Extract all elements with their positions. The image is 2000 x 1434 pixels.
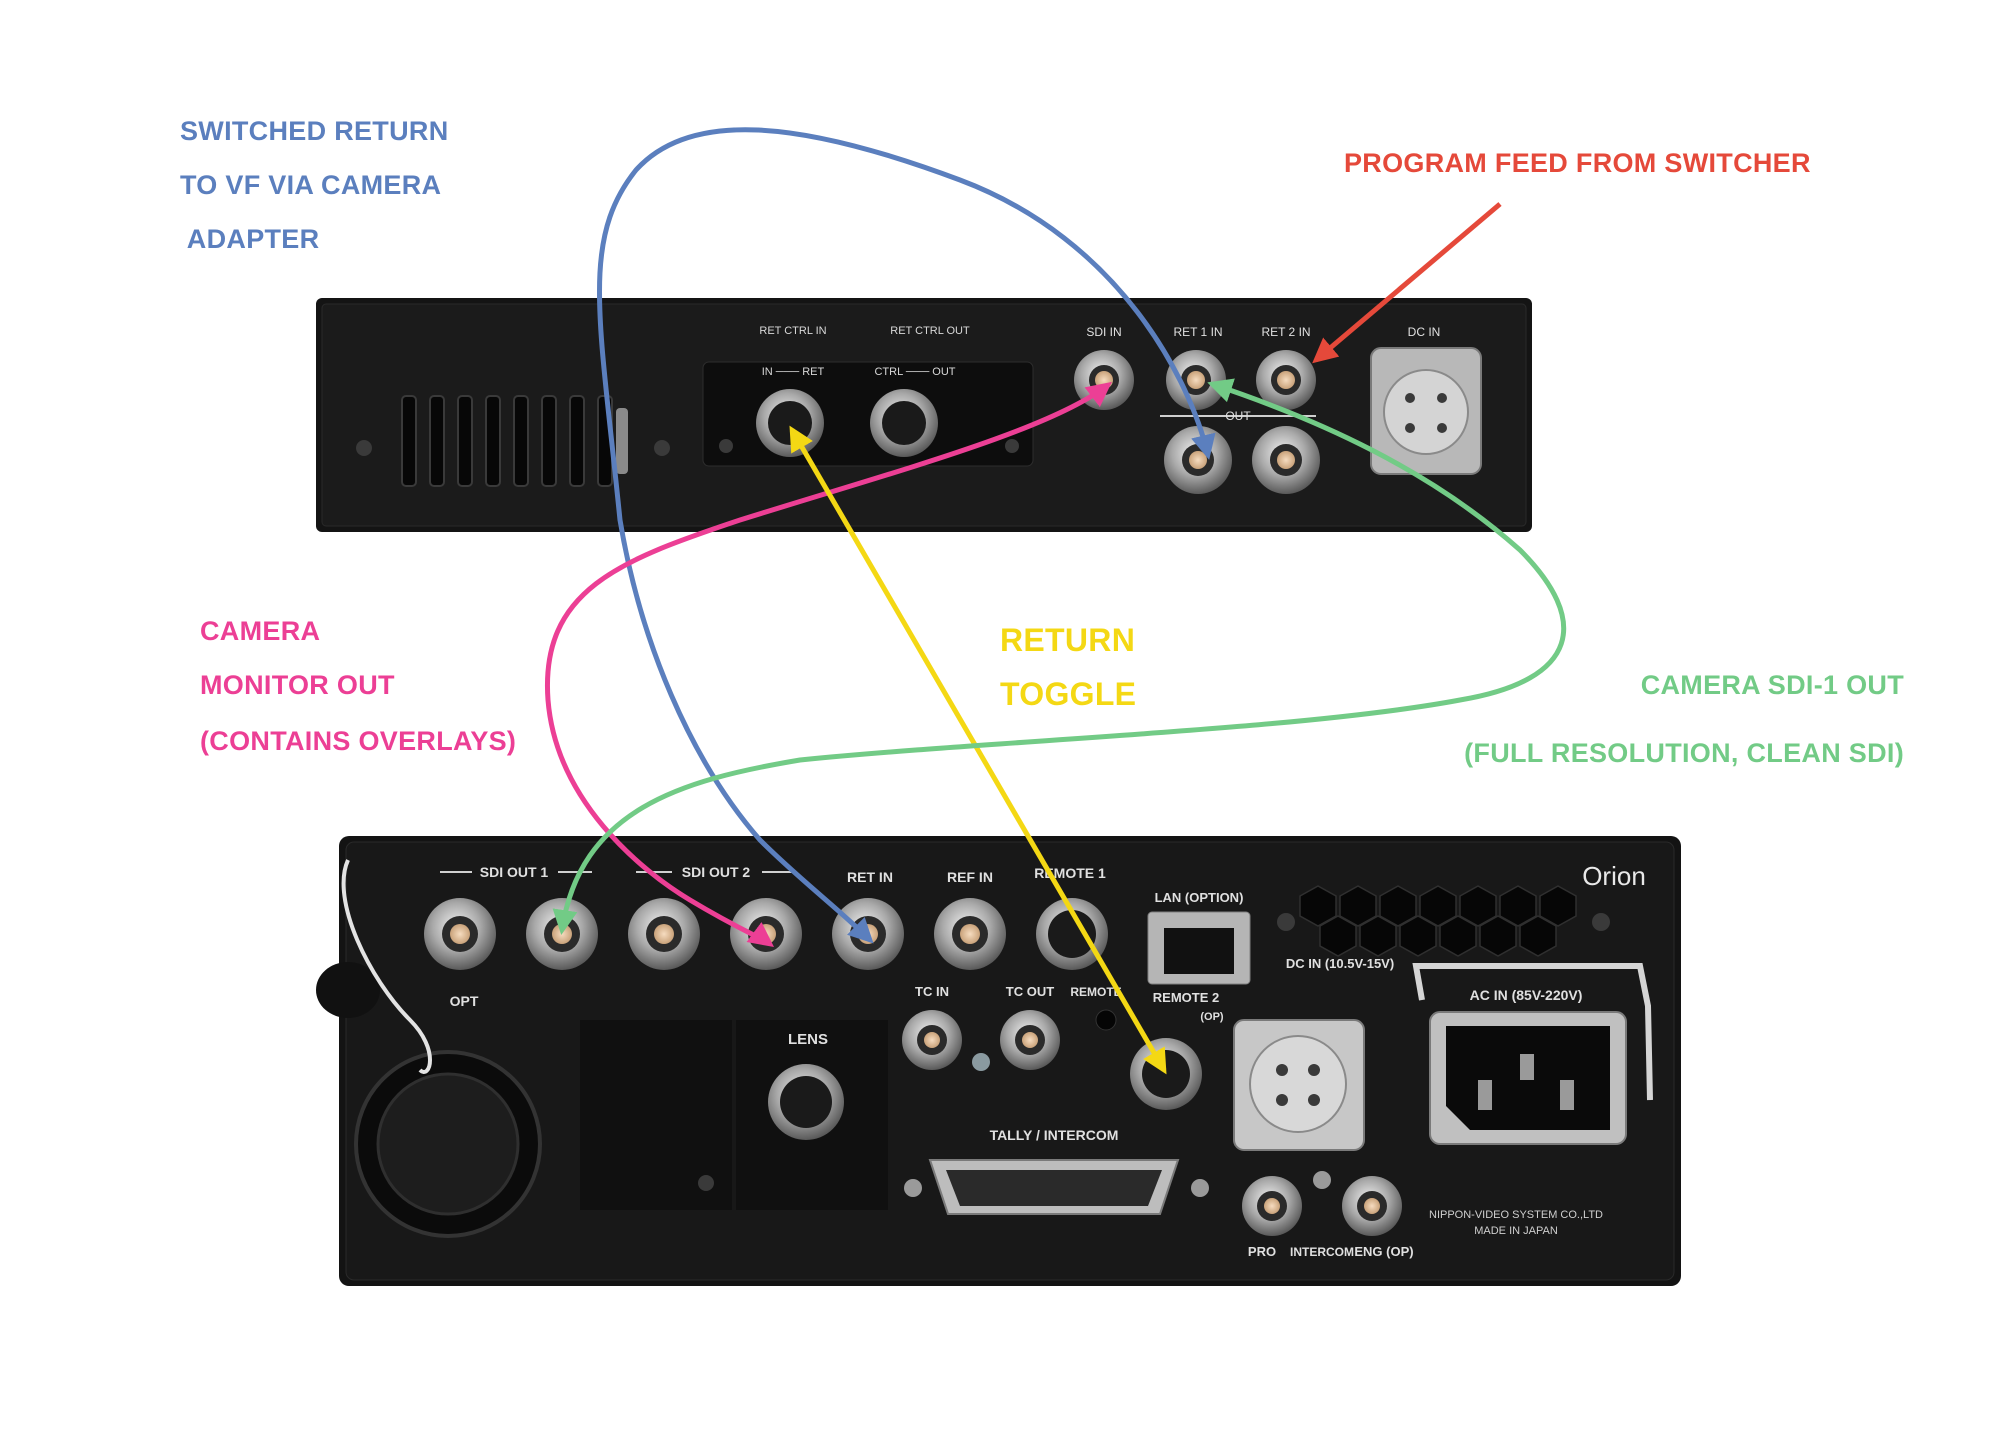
- maker-label-2: MADE IN JAPAN: [1474, 1225, 1558, 1237]
- tally-intercom-dsub-connector[interactable]: [928, 1159, 1180, 1215]
- sdi-out-1-label: SDI OUT 1: [480, 864, 549, 880]
- return-toggle-line-1: RETURN: [1000, 622, 1136, 658]
- camera-dc-in-xlr-connector[interactable]: [1233, 1019, 1365, 1151]
- sdi-out-1-bnc-connector[interactable]: [526, 898, 598, 970]
- ret2-in-label: RET 2 IN: [1261, 325, 1310, 339]
- panel-screw: [719, 439, 733, 453]
- sdi-out-2-label: SDI OUT 2: [682, 864, 751, 880]
- ret2-out-bnc-connector[interactable]: [1252, 426, 1320, 494]
- ret2-in-bnc-connector[interactable]: [1256, 350, 1316, 410]
- ac-in-label: AC IN (85V-220V): [1470, 987, 1583, 1003]
- ac-in-retainer-bracket: [1412, 963, 1653, 1101]
- ret1-in-label: RET 1 IN: [1173, 325, 1222, 339]
- adapter-dc-in-label: DC IN: [1408, 325, 1441, 339]
- panel-screw: [654, 440, 670, 456]
- lens-connector[interactable]: [768, 1064, 844, 1140]
- camera-brand: Orion: [1582, 861, 1646, 891]
- maker-label-1: NIPPON-VIDEO SYSTEM CO.,LTD: [1429, 1209, 1603, 1221]
- tally-intercom-label: TALLY / INTERCOM: [990, 1127, 1119, 1143]
- sdi-out-2a-bnc-connector[interactable]: [628, 898, 700, 970]
- intercom-label: INTERCOM: [1290, 1245, 1354, 1259]
- ref-in-label: REF IN: [947, 869, 993, 885]
- camera-monitor-line-2: MONITOR OUT: [200, 670, 395, 700]
- opt-fiber-connector[interactable]: [316, 962, 542, 1238]
- return-toggle-line-2: TOGGLE: [1000, 676, 1137, 712]
- ret-ctrl-in-label: RET CTRL IN: [759, 325, 826, 337]
- tc-in-label: TC IN: [915, 984, 949, 999]
- opt-label: OPT: [450, 993, 479, 1009]
- opt-cap-lanyard: [341, 859, 432, 1074]
- panel-screw: [698, 1175, 714, 1191]
- camera-monitor-line-1: CAMERA: [200, 616, 321, 646]
- panel-screw: [1313, 1171, 1331, 1189]
- lens-label: LENS: [788, 1031, 828, 1048]
- green-sdi-out-cable: [552, 378, 1567, 935]
- remote2-label: REMOTE 2: [1153, 990, 1219, 1005]
- ctrl-out-label: CTRL ─── OUT: [874, 366, 955, 378]
- panel-screw: [356, 440, 372, 456]
- adapter-dc-in-xlr-connector[interactable]: [1370, 347, 1482, 475]
- hex-vent: [1299, 885, 1577, 957]
- remote2-sub-label: (OP): [1200, 1011, 1224, 1023]
- panel-screw: [1191, 1179, 1209, 1197]
- sdi-in-label: SDI IN: [1086, 325, 1121, 339]
- ret1-in-bnc-connector[interactable]: [1166, 350, 1226, 410]
- headphone-jack[interactable]: [1095, 1009, 1117, 1031]
- lan-port[interactable]: [1147, 911, 1251, 985]
- red-program-feed-arrow: [1312, 202, 1502, 364]
- panel-screw: [1005, 439, 1019, 453]
- switched-return-line-3: ADAPTER: [180, 224, 320, 254]
- panel-screw: [1592, 913, 1610, 931]
- lan-label: LAN (OPTION): [1155, 890, 1244, 905]
- ret1-out-bnc-connector[interactable]: [1164, 426, 1232, 494]
- camera-sdi-line-1: CAMERA SDI-1 OUT: [1640, 670, 1904, 700]
- camera-dc-in-label: DC IN (10.5V-15V): [1286, 956, 1394, 971]
- ret-in-label: RET IN: [847, 869, 893, 885]
- ret-ctrl-in-connector[interactable]: [756, 389, 824, 457]
- adapter-handle: [616, 408, 628, 474]
- panel-screw: [904, 1179, 922, 1197]
- pro-label: PRO: [1248, 1244, 1276, 1259]
- program-feed-annotation: PROGRAM FEED FROM SWITCHER: [1344, 148, 1811, 178]
- ret-ctrl-out-label: RET CTRL OUT: [890, 325, 970, 337]
- opt-bnc-connector[interactable]: [424, 898, 496, 970]
- tc-in-bnc-connector[interactable]: [902, 1010, 962, 1070]
- pro-intercom-bnc-connector[interactable]: [1242, 1176, 1302, 1236]
- eng-intercom-bnc-connector[interactable]: [1342, 1176, 1402, 1236]
- panel-screw: [972, 1053, 990, 1071]
- ret-ctrl-module: [702, 361, 1034, 467]
- switched-return-line-2: TO VF VIA CAMERA: [180, 170, 442, 200]
- ac-in-iec-connector[interactable]: [1429, 1011, 1627, 1145]
- ret-ctrl-out-connector[interactable]: [870, 389, 938, 457]
- camera-monitor-line-3: (CONTAINS OVERLAYS): [200, 726, 517, 756]
- sdi-out-2b-bnc-connector[interactable]: [730, 898, 802, 970]
- out-label: OUT: [1225, 409, 1251, 423]
- eng-label: ENG (OP): [1354, 1244, 1413, 1259]
- tc-out-bnc-connector[interactable]: [1000, 1010, 1060, 1070]
- ret-in-bnc-connector[interactable]: [832, 898, 904, 970]
- ref-in-bnc-connector[interactable]: [934, 898, 1006, 970]
- tc-out-label: TC OUT: [1006, 984, 1054, 999]
- switched-return-line-1: SWITCHED RETURN: [180, 116, 449, 146]
- camera-sdi-line-2: (FULL RESOLUTION, CLEAN SDI): [1464, 738, 1904, 768]
- camera-rear-panel: Orion SDI OUT 1 SDI OUT 2 RET IN REF IN: [316, 836, 1681, 1286]
- in-ret-label: IN ─── RET: [762, 366, 825, 378]
- remote2-connector[interactable]: [1130, 1038, 1202, 1110]
- panel-screw: [1277, 913, 1295, 931]
